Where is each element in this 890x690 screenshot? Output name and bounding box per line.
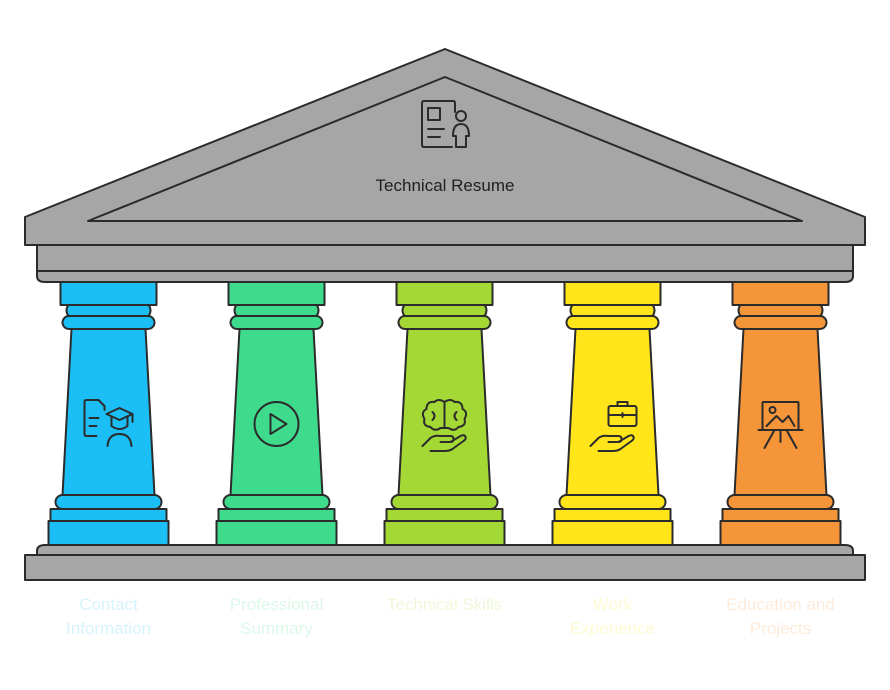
pillar-label-line: Professional (229, 595, 324, 614)
pillar-2 (215, 281, 338, 546)
pillar-4 (551, 281, 674, 546)
pillar-label-line: Summary (240, 619, 313, 638)
pillar-label-line: Technical Skills (386, 595, 503, 614)
brain-hand-icon (421, 399, 468, 452)
pillar-label-line: Experience (569, 619, 656, 638)
pillar-1 (47, 281, 170, 546)
pillar-label-line: Projects (749, 619, 812, 638)
pillar-label-line: Information (65, 619, 152, 638)
pillar-label-line: Work (592, 595, 633, 614)
diagram-title: Technical Resume (376, 176, 515, 195)
play-circle-icon (253, 401, 300, 447)
pillar-5 (719, 281, 842, 546)
temple-base (24, 544, 866, 581)
pillars (47, 281, 842, 546)
roof (24, 48, 866, 283)
pillar-label-3: Technical Skills (370, 593, 520, 617)
pillar-label-line: Contact (79, 595, 138, 614)
resume-graduate-icon (83, 399, 134, 447)
resume-person-icon (421, 100, 470, 148)
pillar-label-line: Education and (726, 595, 835, 614)
presentation-board-icon (757, 401, 804, 449)
briefcase-hand-icon (589, 401, 638, 452)
